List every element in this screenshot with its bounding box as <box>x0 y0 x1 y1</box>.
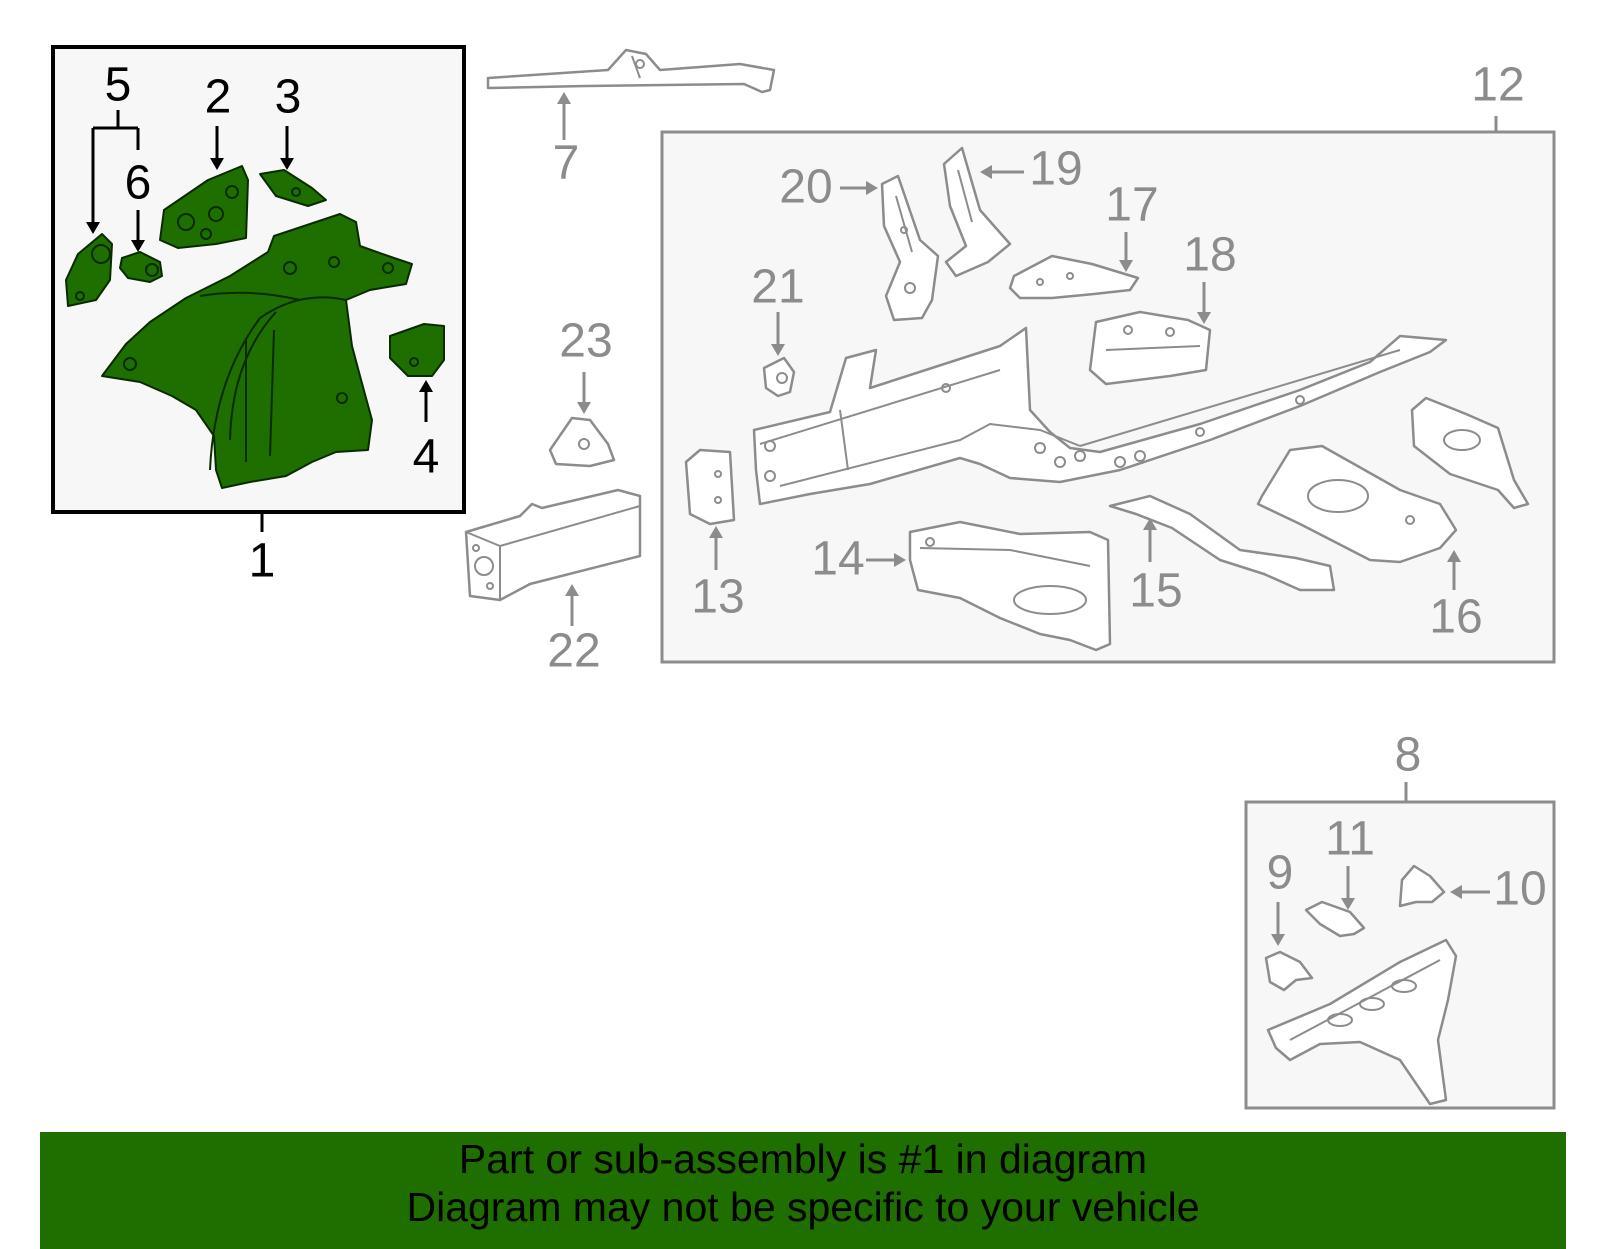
leader-16-arrow <box>1447 550 1461 562</box>
part-14-rail-extension[interactable] <box>908 520 1112 652</box>
part-18-bracket[interactable] <box>1088 310 1212 386</box>
part-22-group: 22 <box>464 488 642 678</box>
info-banner: Part or sub-assembly is #1 in diagram Di… <box>40 1132 1566 1249</box>
part-12-frame-rail[interactable] <box>752 326 1448 506</box>
callout-4: 4 <box>413 431 440 484</box>
callout-10: 10 <box>1493 863 1546 916</box>
leader-2-arrow <box>210 158 224 170</box>
callout-20: 20 <box>779 161 832 214</box>
part-4-bracket[interactable] <box>389 323 445 377</box>
part-13-bracket[interactable] <box>684 448 736 526</box>
part-10-bracket[interactable] <box>1398 864 1446 908</box>
banner-line-1: Part or sub-assembly is #1 in diagram <box>458 1136 1148 1182</box>
callout-8: 8 <box>1395 729 1422 782</box>
part-22-crush-box[interactable] <box>464 488 642 602</box>
callout-1: 1 <box>249 535 276 588</box>
part-23-group: 23 <box>548 315 616 468</box>
callout-15: 15 <box>1129 565 1182 618</box>
leader-21-arrow <box>771 344 785 356</box>
part-21-clip[interactable] <box>762 356 796 398</box>
leader-6-arrow <box>131 240 145 252</box>
callout-16: 16 <box>1429 591 1482 644</box>
part-9-bracket[interactable] <box>1264 950 1314 992</box>
part-1-apron-assembly[interactable] <box>101 213 413 489</box>
callout-13: 13 <box>691 571 744 624</box>
leader-5 <box>91 110 138 230</box>
callout-3: 3 <box>275 71 302 124</box>
leader-23-arrow <box>577 402 591 414</box>
part-23-bracket[interactable] <box>548 416 616 468</box>
callout-22: 22 <box>547 625 600 678</box>
leader-4-arrow <box>419 380 433 392</box>
leader-3-arrow <box>280 158 294 170</box>
callout-2: 2 <box>205 71 232 124</box>
part-20-bracket[interactable] <box>880 174 940 322</box>
assembly-8-group: 8 9 11 10 <box>1244 729 1556 1110</box>
leader-18-arrow <box>1197 312 1211 324</box>
callout-18: 18 <box>1183 229 1236 282</box>
assembly-1-group: 5 6 2 3 4 1 <box>51 45 466 588</box>
leader-20-arrow <box>866 181 878 195</box>
callout-6: 6 <box>125 157 152 210</box>
leader-7-arrow <box>557 92 571 104</box>
leader-15-arrow <box>1143 518 1157 530</box>
callout-21: 21 <box>751 261 804 314</box>
leader-11-arrow <box>1341 898 1355 910</box>
banner-line-2: Diagram may not be specific to your vehi… <box>406 1184 1200 1230</box>
callout-5: 5 <box>105 59 132 112</box>
part-15-brace[interactable] <box>1108 494 1336 592</box>
callout-11: 11 <box>1325 813 1375 866</box>
leader-9-arrow <box>1271 934 1285 946</box>
callout-9: 9 <box>1267 847 1294 900</box>
part-2-reinforcement[interactable] <box>159 165 249 249</box>
part-17-reinforcement[interactable] <box>1008 254 1140 300</box>
callout-14: 14 <box>811 533 864 586</box>
callout-23: 23 <box>559 315 612 368</box>
callout-12: 12 <box>1471 59 1524 112</box>
leader-17-arrow <box>1119 260 1133 272</box>
part-3-bracket[interactable] <box>259 169 327 207</box>
leader-22-arrow <box>565 584 579 596</box>
part-16-bracket[interactable] <box>1256 444 1458 564</box>
leader-10-arrow <box>1450 885 1462 899</box>
leader-19-arrow <box>980 165 992 179</box>
part-5-bracket[interactable] <box>65 233 113 307</box>
callout-17: 17 <box>1105 179 1158 232</box>
leader-5-arrow <box>86 222 100 234</box>
part-11-bracket[interactable] <box>1304 900 1366 938</box>
part-8-rail-extension[interactable] <box>1266 938 1458 1106</box>
part-6-bushing[interactable] <box>119 251 163 283</box>
part-7-crossmember[interactable] <box>486 48 776 94</box>
part-16b-bracket[interactable] <box>1410 396 1530 510</box>
callout-19: 19 <box>1029 143 1082 196</box>
leader-14-arrow <box>894 553 906 567</box>
assembly-12-group: 12 20 19 17 <box>660 59 1556 664</box>
part-19-bracket[interactable] <box>942 146 1012 278</box>
part-7-group: 7 <box>486 48 776 190</box>
callout-7: 7 <box>553 137 580 190</box>
leader-13-arrow <box>709 526 723 538</box>
